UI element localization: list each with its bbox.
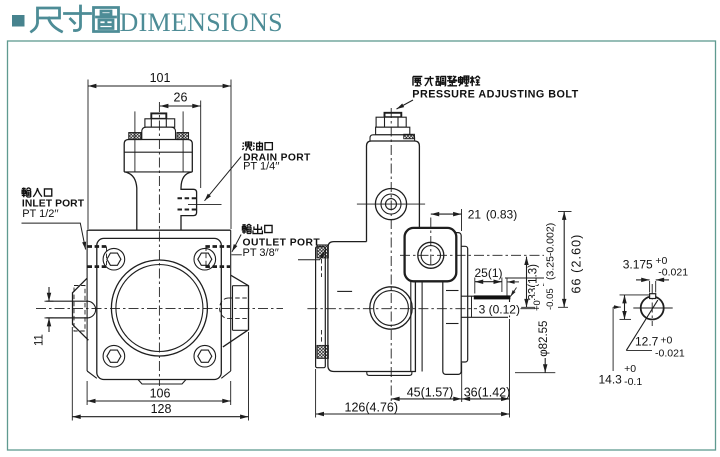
- svg-text:101: 101: [150, 71, 171, 85]
- svg-text:φ82.55: φ82.55: [538, 321, 550, 357]
- svg-text:128: 128: [151, 402, 172, 416]
- svg-text:106: 106: [150, 387, 171, 401]
- svg-text:(3.25-0.002): (3.25-0.002): [545, 223, 557, 280]
- svg-text:-0.021: -0.021: [658, 266, 688, 278]
- svg-text:-0.021: -0.021: [655, 347, 685, 359]
- svg-text:14.3: 14.3: [599, 373, 623, 387]
- svg-text:PT 3/8′′: PT 3/8′′: [243, 247, 279, 259]
- svg-text:45(1.57): 45(1.57): [407, 385, 454, 399]
- svg-text:126(4.76): 126(4.76): [345, 401, 399, 415]
- svg-text:12.7: 12.7: [635, 335, 659, 349]
- svg-text:OUTLET PORT: OUTLET PORT: [243, 237, 321, 248]
- svg-text:DIMENSIONS: DIMENSIONS: [120, 8, 283, 37]
- svg-text:INLET PORT: INLET PORT: [22, 199, 85, 210]
- svg-text:26: 26: [174, 91, 188, 105]
- svg-text:36(1.42): 36(1.42): [464, 385, 511, 399]
- svg-text:+0: +0: [624, 363, 636, 375]
- svg-text:+0: +0: [532, 300, 543, 311]
- svg-text:DRAIN PORT: DRAIN PORT: [243, 152, 311, 163]
- svg-text:11: 11: [34, 334, 46, 346]
- svg-text:+0: +0: [655, 255, 667, 267]
- svg-text:25(1): 25(1): [474, 266, 502, 280]
- svg-text:+0: +0: [660, 334, 672, 346]
- svg-text:-0.1: -0.1: [624, 376, 642, 388]
- svg-text:PT 1/4′′: PT 1/4′′: [243, 161, 279, 173]
- svg-text:-0.05: -0.05: [545, 288, 556, 310]
- svg-text:3 (0.12): 3 (0.12): [479, 302, 520, 316]
- svg-text:21 (0.83): 21 (0.83): [468, 207, 518, 221]
- svg-text:3.175: 3.175: [623, 257, 653, 271]
- svg-text:66 (2.60): 66 (2.60): [570, 234, 584, 294]
- svg-text:PRESSURE ADJUSTING BOLT: PRESSURE ADJUSTING BOLT: [412, 89, 578, 101]
- svg-text:PT 1/2′′: PT 1/2′′: [22, 208, 58, 220]
